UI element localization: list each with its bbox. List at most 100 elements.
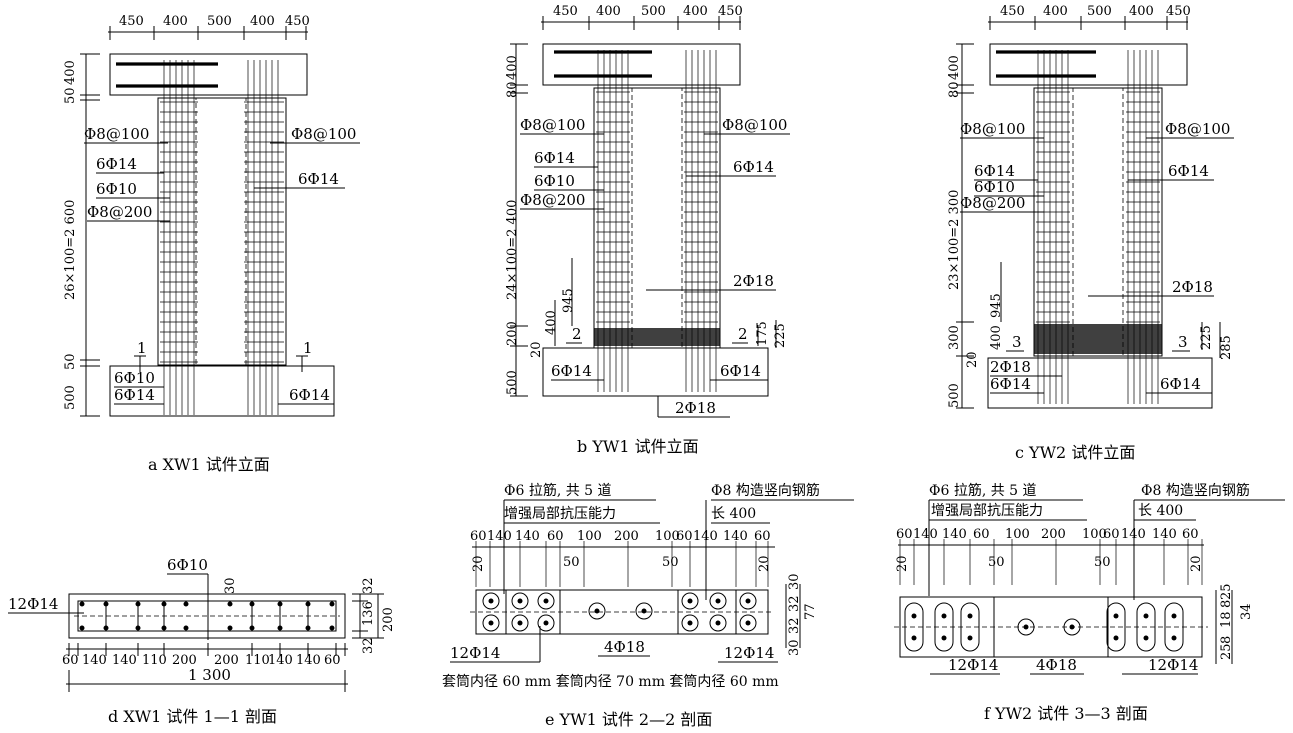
f-top-dim-10: 140	[1152, 527, 1177, 542]
rebar-dot	[488, 598, 494, 604]
e-note-ties: Φ6 拉筋, 共 5 道	[504, 482, 612, 499]
c-left-dim-1: 400	[947, 55, 962, 80]
grout-sleeve	[934, 602, 954, 652]
f-label-12phi14-left: 12Φ14	[948, 656, 998, 674]
f-top-dim-3: 140	[942, 527, 967, 542]
c-mark-3-right: 3	[1178, 333, 1188, 351]
rebar-dot	[135, 601, 141, 607]
grout-sleeve	[1063, 618, 1081, 636]
e-right-dim-1: 30	[787, 573, 802, 590]
f-top-dim-8: 60	[1103, 527, 1120, 542]
panel-e-section: Φ6 拉筋, 共 5 道 增强局部抗压能力 Φ8 构造竖向钢筋 长 400 60…	[442, 482, 854, 729]
f-right-dim-3: 18	[1219, 611, 1234, 628]
d-label-6phi10: 6Φ10	[167, 556, 208, 574]
e-note-compression: 增强局部抗压能力	[504, 506, 616, 522]
d-bottom-dim-7: 110	[245, 653, 270, 668]
rebar-dot	[161, 601, 167, 607]
grout-sleeve	[537, 614, 555, 632]
f-right-dim-1: 25	[1219, 583, 1234, 600]
d-bottom-dim-5: 200	[172, 653, 197, 668]
panel-f-section: Φ6 拉筋, 共 5 道 增强局部抗压能力 Φ8 构造竖向钢筋 长 400 60…	[894, 482, 1285, 723]
grout-sleeve	[1136, 602, 1156, 652]
rebar-dot	[715, 620, 721, 626]
panel-d-section: 6Φ10 30 12Φ14 32 136 32 200 60	[8, 556, 396, 726]
grout-sleeve	[904, 602, 924, 652]
e-top-dim-5: 100	[577, 529, 602, 544]
rebar-dot	[277, 625, 283, 631]
a-top-dim-5: 450	[285, 14, 310, 29]
b-label-base-6phi14-left: 6Φ14	[551, 362, 592, 380]
rebar-dot	[745, 620, 751, 626]
rebar-dot	[1113, 613, 1119, 619]
grout-sleeve	[709, 614, 727, 632]
rebar-dot	[227, 625, 233, 631]
f-small-dim-4: 20	[1189, 555, 1204, 572]
a-left-dim-2: 50	[63, 87, 78, 104]
a-label-phi8-200: Φ8@200	[87, 203, 152, 221]
b-top-dim-2: 400	[596, 4, 621, 19]
d-bottom-dim-6: 200	[214, 653, 239, 668]
a-label-base-6phi14-right: 6Φ14	[289, 386, 330, 404]
b-caption: b YW1 试件立面	[577, 437, 699, 456]
a-label-6phi14-right: 6Φ14	[298, 170, 339, 188]
b-right-dim-1: 175	[755, 321, 770, 346]
grout-sleeve	[482, 592, 500, 610]
e-top-dim-3: 140	[515, 529, 540, 544]
f-small-dim-2: 50	[988, 555, 1005, 570]
a-top-dim-3: 500	[207, 14, 232, 29]
rebar-dot	[161, 625, 167, 631]
a-left-dim-5: 500	[63, 385, 78, 410]
panel-a-elevation: 450 400 500 400 450 400 50 26×100=2 600 …	[63, 14, 360, 474]
e-caption: e YW1 试件 2—2 剖面	[545, 710, 712, 729]
c-left-dim-3: 23×100=2 300	[947, 190, 962, 290]
f-small-dim-3: 50	[1094, 555, 1111, 570]
rebar-dot	[1143, 635, 1149, 641]
f-top-dim-9: 140	[1121, 527, 1146, 542]
rebar-dot	[1171, 635, 1177, 641]
c-label-phi8-200: Φ8@200	[960, 194, 1025, 212]
f-top-dim-7: 100	[1082, 527, 1107, 542]
d-bottom-dim-2: 140	[82, 653, 107, 668]
c-label-6phi14-right: 6Φ14	[1168, 162, 1209, 180]
e-top-dim-8: 60	[676, 529, 693, 544]
c-left-dim-2: 80	[947, 81, 962, 98]
grout-sleeve	[960, 602, 980, 652]
grout-sleeve	[1164, 602, 1184, 652]
c-left-dim-4: 945	[989, 293, 1004, 318]
b-label-6phi10: 6Φ10	[534, 172, 575, 190]
e-note-vertical-bar: Φ8 构造竖向钢筋	[711, 482, 820, 499]
rebar-dot	[277, 601, 283, 607]
f-label-4phi18: 4Φ18	[1036, 656, 1077, 674]
f-top-dim-2: 140	[913, 527, 938, 542]
e-top-dim-1: 60	[470, 529, 487, 544]
d-bottom-dim-1: 60	[62, 653, 79, 668]
b-top-dim-4: 400	[683, 4, 708, 19]
b-right-dim-2: 225	[773, 323, 788, 348]
b-left-dim-8: 500	[505, 370, 520, 395]
f-right-dim-6: 34	[1239, 603, 1254, 620]
f-caption: f YW2 试件 3—3 剖面	[984, 704, 1148, 723]
grout-sleeve	[635, 602, 653, 620]
c-label-base-6phi14-right: 6Φ14	[1160, 375, 1201, 393]
c-right-dim-2: 285	[1219, 335, 1234, 360]
e-sleeve-note: 套筒内径 60 mm 套筒内径 70 mm 套筒内径 60 mm	[442, 673, 779, 690]
e-right-dim-4: 30	[787, 639, 802, 656]
e-note-length: 长 400	[711, 506, 756, 522]
c-label-base-2phi18: 2Φ18	[990, 358, 1031, 376]
d-right-dim-1: 32	[361, 577, 376, 594]
d-right-dim-2: 136	[361, 601, 376, 626]
c-left-dim-5: 400	[989, 325, 1004, 350]
d-label-30: 30	[223, 577, 238, 594]
b-mark-2-left: 2	[572, 325, 582, 343]
c-label-6phi14-left: 6Φ14	[974, 162, 1015, 180]
rebar-dot	[249, 625, 255, 631]
a-label-6phi10: 6Φ10	[96, 180, 137, 198]
d-bottom-dim-8: 140	[268, 653, 293, 668]
c-left-dim-6: 300	[947, 325, 962, 350]
d-caption: d XW1 试件 1—1 剖面	[108, 707, 277, 726]
b-top-dim-5: 450	[718, 4, 743, 19]
grout-sleeve	[537, 592, 555, 610]
e-top-dim-11: 60	[754, 529, 771, 544]
b-left-dim-4: 945	[561, 288, 576, 313]
